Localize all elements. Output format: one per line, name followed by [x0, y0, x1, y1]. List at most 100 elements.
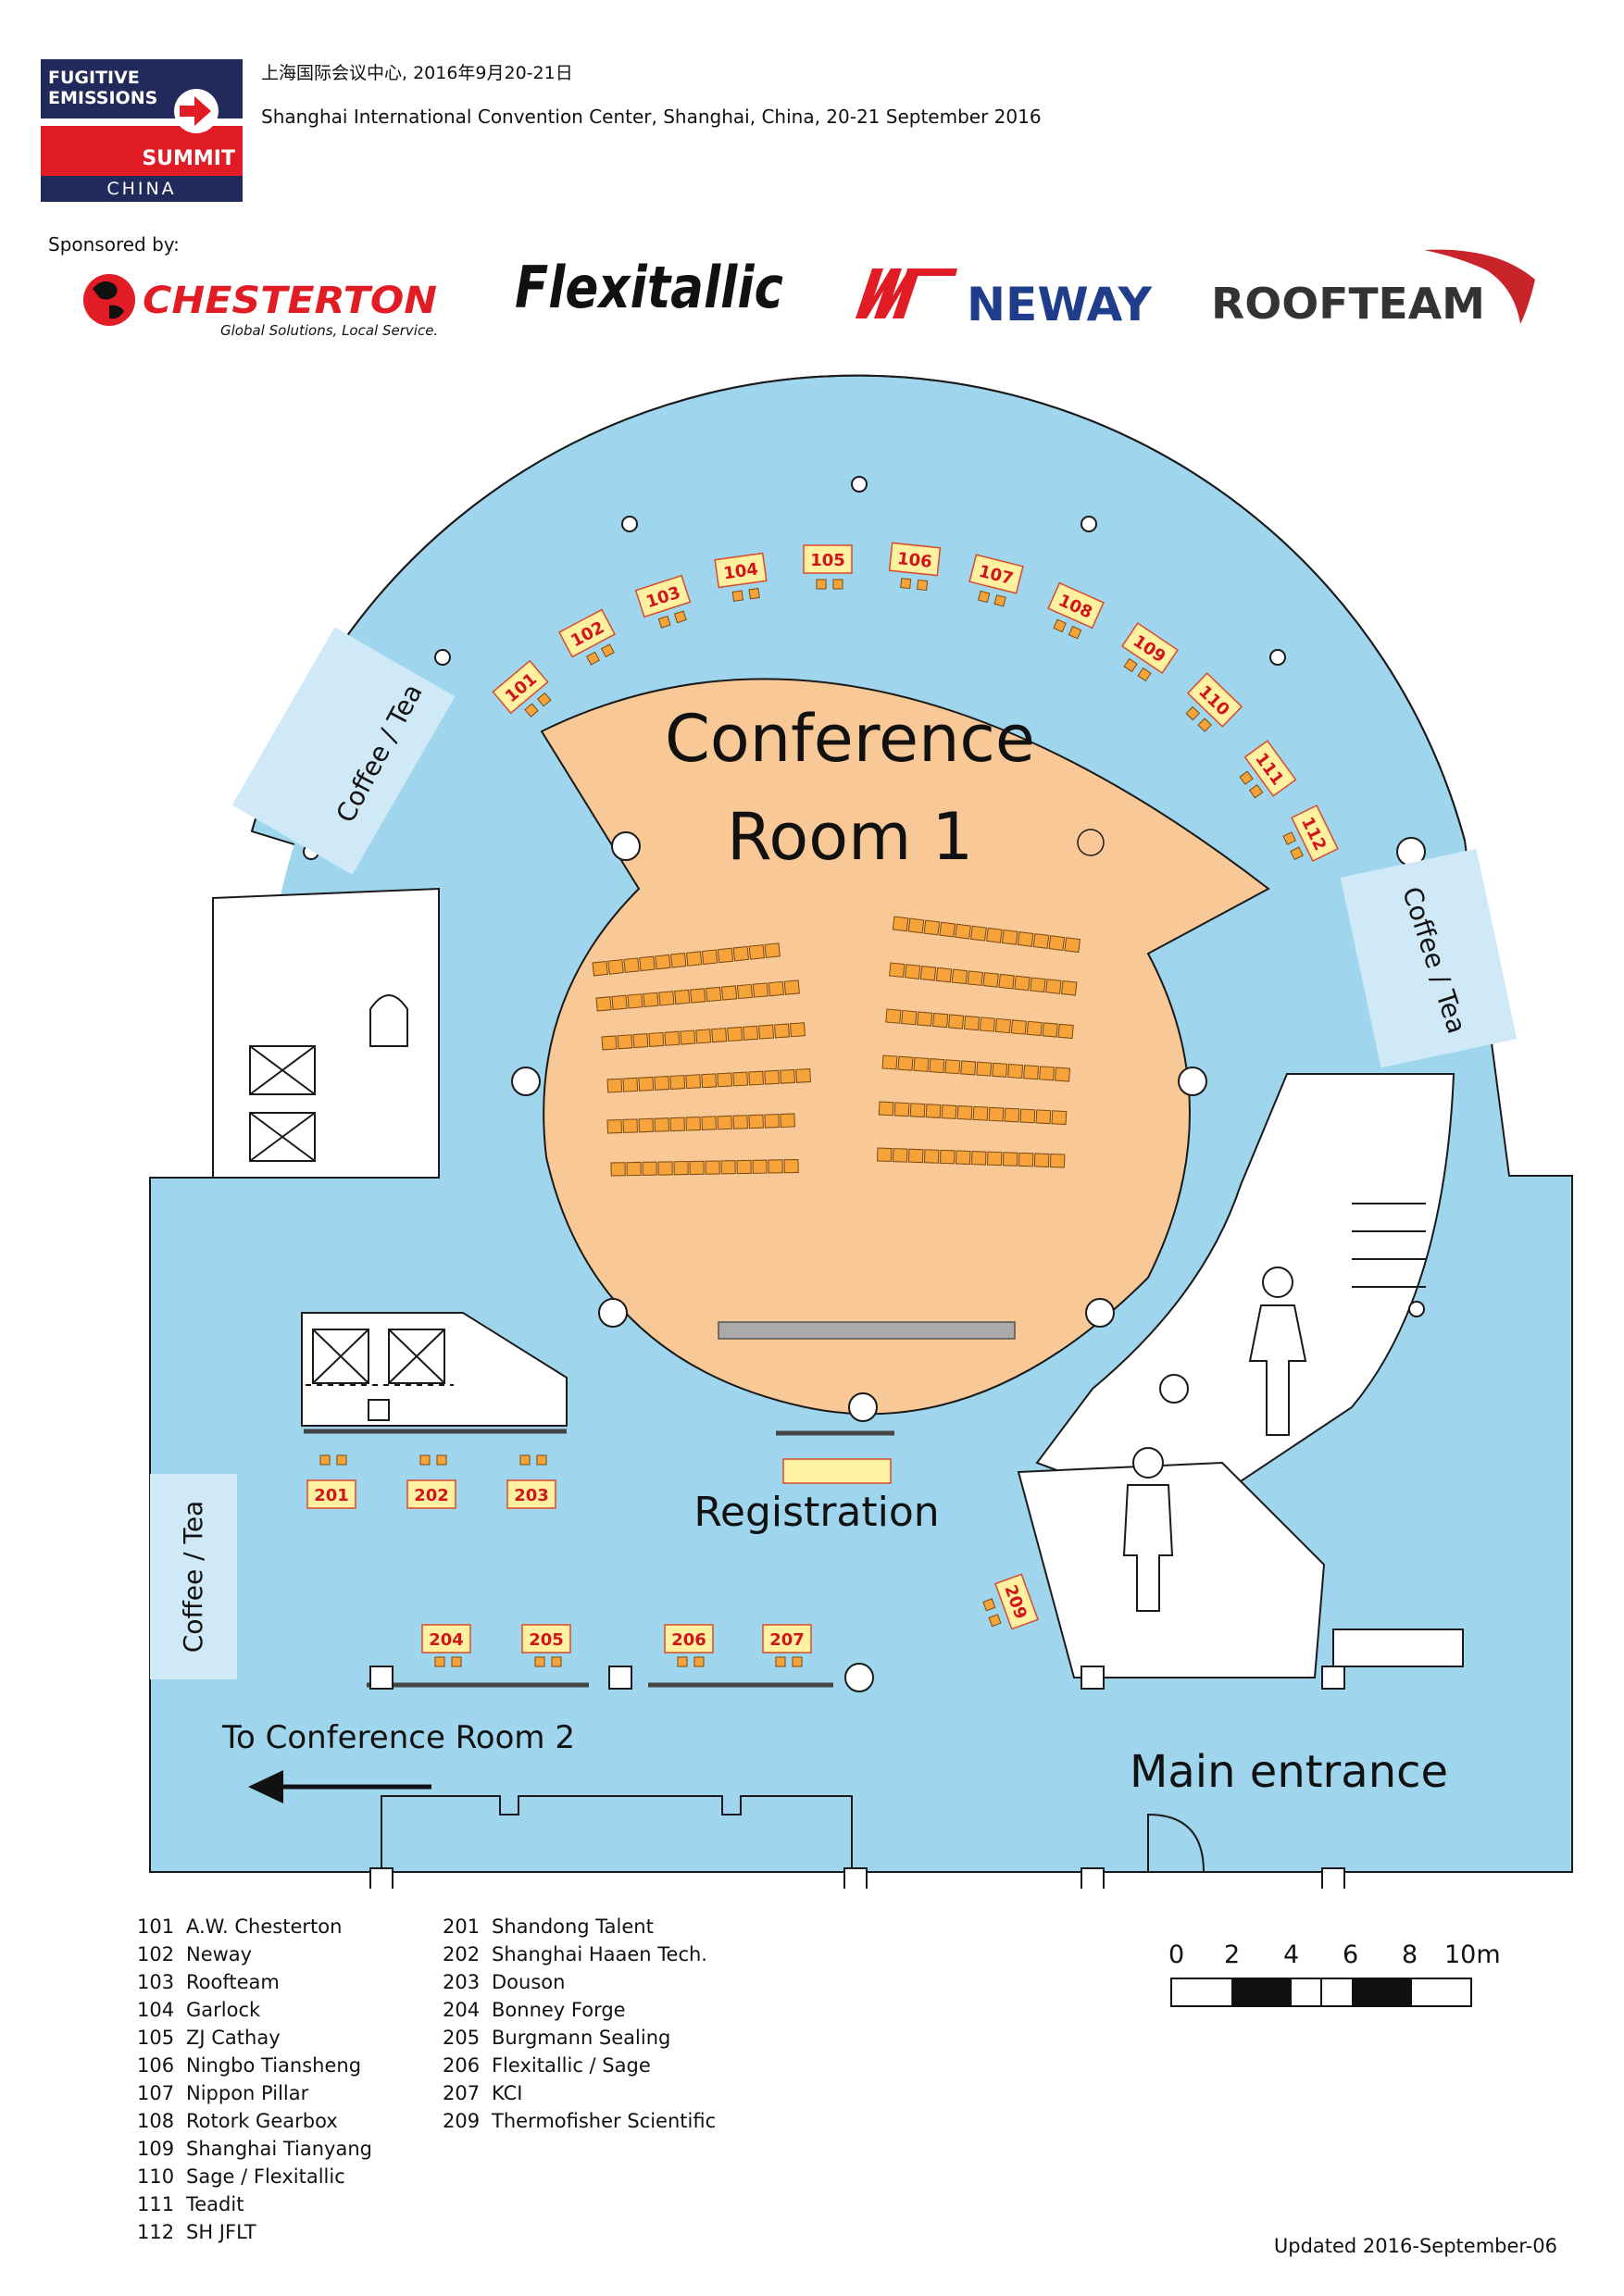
- booth-205[interactable]: 205: [521, 1624, 571, 1667]
- legend-booth-number: 112: [137, 2221, 175, 2243]
- legend-booth-number: 102: [137, 1943, 175, 1965]
- booth-102[interactable]: 102: [557, 608, 622, 671]
- updated-date: Updated 2016-September-06: [1273, 2235, 1557, 2257]
- legend-booth-number: 206: [443, 2054, 481, 2077]
- chair: [451, 1656, 462, 1667]
- chair: [748, 587, 760, 600]
- square-column: [369, 1867, 394, 1889]
- legend-booth-number: 201: [443, 1915, 481, 1938]
- coffee-tea-zone-left: Coffee / Tea: [231, 627, 456, 875]
- chair: [900, 578, 912, 590]
- chair: [1123, 657, 1138, 673]
- chair: [336, 1454, 347, 1466]
- legend-booth-number: 106: [137, 2054, 175, 2077]
- chair: [693, 1656, 705, 1667]
- square-column: [1081, 1867, 1105, 1889]
- sponsor-roofteam-logo: ROOFTEAM: [1211, 249, 1535, 329]
- booth-201[interactable]: 201: [306, 1454, 356, 1509]
- chair: [1197, 718, 1212, 732]
- booth-204[interactable]: 204: [421, 1624, 471, 1667]
- chair: [917, 579, 929, 592]
- seat-row-right-1: [892, 916, 1081, 954]
- legend-booth-number: 107: [137, 2082, 175, 2104]
- booth-203[interactable]: 203: [506, 1454, 556, 1509]
- legend-exhibitor-name: Shanghai Tianyang: [186, 2138, 372, 2160]
- pillar: [434, 649, 451, 666]
- legend-item: 102 Neway: [137, 1940, 372, 1968]
- chair: [988, 1614, 1002, 1628]
- conference-room-1-title-line-1: Conference: [665, 701, 1035, 777]
- chair: [775, 1656, 786, 1667]
- pillar: [844, 1663, 874, 1692]
- legend-exhibitor-name: Neway: [186, 1943, 253, 1965]
- scale-label: 10m: [1444, 1940, 1501, 1969]
- pillar: [851, 476, 868, 493]
- legend-booth-number: 101: [137, 1915, 175, 1938]
- legend-exhibitor-name: Nippon Pillar: [186, 2082, 309, 2104]
- legend-booth-number: 103: [137, 1971, 175, 1993]
- booth-206[interactable]: 206: [664, 1624, 714, 1667]
- legend-exhibitor-name: Shandong Talent: [492, 1915, 654, 1938]
- booth-209[interactable]: 209: [979, 1573, 1039, 1635]
- seat-row-left-3: [601, 1022, 806, 1051]
- logo-line-1: FUGITIVE: [48, 68, 140, 88]
- registration-desk: [782, 1458, 892, 1484]
- legend-item: 106 Ningbo Tiansheng: [137, 2052, 372, 2079]
- booth-106[interactable]: 106: [888, 542, 942, 592]
- chesterton-tagline: Global Solutions, Local Service.: [220, 322, 438, 339]
- legend-booth-number: 203: [443, 1971, 481, 1993]
- neway-wordmark: NEWAY: [967, 278, 1153, 328]
- legend-item: 203 Douson: [443, 1968, 716, 1996]
- pillar: [1081, 516, 1097, 532]
- pillar: [1408, 1301, 1425, 1317]
- square-column: [369, 1666, 394, 1690]
- booth-number: 203: [514, 1486, 549, 1505]
- scale-label: 0: [1168, 1940, 1185, 1969]
- pillar: [1085, 1298, 1115, 1328]
- booth-104[interactable]: 104: [714, 552, 768, 604]
- chair: [677, 1656, 688, 1667]
- chair: [1239, 770, 1254, 785]
- legend-exhibitor-name: Garlock: [186, 1999, 261, 2021]
- chair: [1290, 846, 1304, 861]
- chair: [519, 1454, 531, 1466]
- booth-105[interactable]: 105: [803, 544, 853, 590]
- legend-exhibitor-name: Ningbo Tiansheng: [186, 2054, 362, 2077]
- chair: [537, 692, 552, 707]
- chair: [792, 1656, 803, 1667]
- booth-number: 204: [429, 1630, 464, 1650]
- booth-207[interactable]: 207: [762, 1624, 812, 1667]
- arrow-left-icon: [248, 1770, 431, 1803]
- chair: [731, 590, 744, 602]
- chair: [551, 1656, 562, 1667]
- legend-booth-number: 108: [137, 2110, 175, 2132]
- booth-number: 201: [314, 1486, 349, 1505]
- legend-booth-number: 209: [443, 2110, 481, 2132]
- sponsor-flexitallic-logo: Flexitallic: [515, 254, 783, 321]
- chair: [586, 651, 600, 666]
- sponsored-by-label: Sponsored by:: [48, 233, 180, 256]
- booth-202[interactable]: 202: [406, 1454, 456, 1509]
- booth-107[interactable]: 107: [966, 554, 1024, 608]
- legend-exhibitor-name: ZJ Cathay: [186, 2027, 281, 2049]
- scale-label: 4: [1283, 1940, 1300, 1969]
- booth-103[interactable]: 103: [634, 574, 695, 632]
- chair: [657, 615, 671, 629]
- pillar: [1178, 1067, 1207, 1096]
- pillar: [1269, 649, 1286, 666]
- booth-number: 205: [529, 1630, 564, 1650]
- neway-mark-icon: [856, 268, 920, 318]
- legend-exhibitor-name: Douson: [492, 1971, 566, 1993]
- coffee-tea-zone-bottom-left: Coffee / Tea: [150, 1474, 237, 1679]
- chair: [434, 1656, 445, 1667]
- pillar: [1159, 1374, 1189, 1404]
- roofteam-swoosh-icon: [1424, 249, 1535, 324]
